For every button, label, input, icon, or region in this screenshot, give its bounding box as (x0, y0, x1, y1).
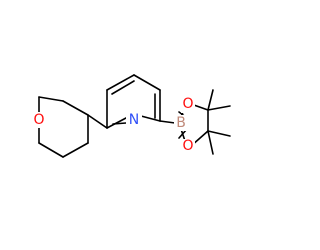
atom-nitrogen: N (129, 112, 139, 128)
bond-n-c6-inner (112, 122, 127, 125)
bond-c5-c4 (106, 74, 135, 91)
bond-c-c-tl (38, 96, 64, 102)
bond-c-c-bl (38, 142, 64, 158)
bond-c5-c4-inner (111, 80, 135, 95)
bond-methyl-down-1 (207, 130, 231, 137)
bond-methyl-up-1 (207, 89, 214, 111)
pyridine-ring (106, 74, 161, 129)
atom-oxygen-ring: O (33, 112, 44, 128)
methyl-groups (207, 89, 231, 155)
bond-c4-c3 (133, 74, 161, 91)
molecule-diagram: O N B O O (31, 74, 231, 158)
atom-oxygen-boron-lower: O (182, 138, 193, 154)
atom-oxygen-boron-upper: O (182, 96, 193, 112)
bond-c2-n (140, 115, 161, 122)
oxane-ring (38, 96, 89, 158)
bond-methyl-up-2 (207, 105, 231, 111)
atom-labels: O N B O O (31, 96, 195, 155)
bond-methyl-down-2 (207, 130, 214, 155)
bond-ring-link (87, 114, 108, 129)
atom-boron: B (176, 115, 186, 131)
bond-c-c-br (62, 142, 89, 158)
bond-c2-b (159, 120, 176, 124)
bond-c-c-tr (62, 100, 89, 116)
